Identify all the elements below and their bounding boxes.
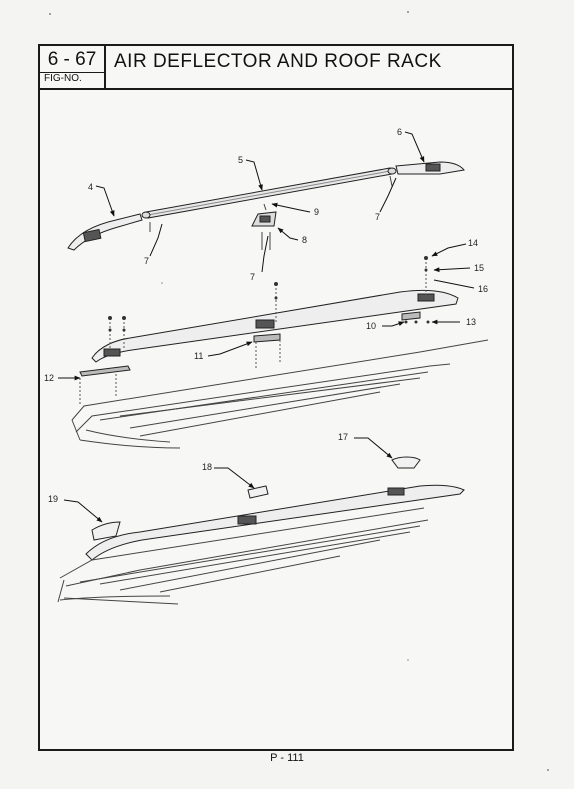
air-deflector-rear bbox=[391, 456, 421, 469]
callout-14: 14 bbox=[468, 238, 478, 248]
roof-rail-exploded-view bbox=[67, 161, 465, 251]
rail-joint-front bbox=[141, 211, 151, 219]
nut-markers bbox=[108, 256, 430, 332]
diagram-frame: 6 - 67 FIG-NO. AIR DEFLECTOR AND ROOF RA… bbox=[38, 44, 514, 751]
rail-center-foot bbox=[255, 319, 275, 329]
vehicle-rail-center-foot bbox=[237, 515, 257, 525]
page-number: P - 111 bbox=[270, 752, 304, 764]
callout-numbers: 4 5 6 7 7 7 8 9 10 11 12 13 14 15 16 17 … bbox=[44, 127, 488, 504]
figure-number-box: 6 - 67 FIG-NO. bbox=[40, 46, 106, 88]
callout-12: 12 bbox=[44, 373, 54, 383]
figure-title: AIR DEFLECTOR AND ROOF RACK bbox=[114, 51, 442, 72]
mounting-screws bbox=[149, 175, 393, 250]
callout-7-rear: 7 bbox=[375, 212, 380, 222]
callout-7-center: 7 bbox=[250, 272, 255, 282]
rear-gasket bbox=[401, 311, 421, 321]
callout-leaders bbox=[58, 131, 475, 523]
center-gasket bbox=[253, 333, 281, 343]
callout-5: 5 bbox=[238, 155, 243, 165]
callout-10: 10 bbox=[366, 321, 376, 331]
callout-13: 13 bbox=[466, 317, 476, 327]
air-deflector-center bbox=[247, 485, 269, 499]
front-gasket bbox=[79, 365, 131, 377]
rail-end-cap-front bbox=[67, 213, 143, 251]
vehicle-rail-rear-foot bbox=[387, 487, 405, 496]
callout-19: 19 bbox=[48, 494, 58, 504]
fastener-stack bbox=[79, 258, 427, 404]
callout-15: 15 bbox=[474, 263, 484, 273]
callout-11: 11 bbox=[194, 351, 203, 361]
vehicle-roof-lines bbox=[57, 507, 429, 605]
center-support-bracket bbox=[251, 211, 277, 227]
scan-specks bbox=[49, 11, 549, 771]
air-deflector-front bbox=[91, 521, 121, 541]
rail-joint-rear bbox=[387, 167, 397, 175]
callout-17: 17 bbox=[338, 432, 348, 442]
callout-4: 4 bbox=[88, 182, 93, 192]
callout-6: 6 bbox=[397, 127, 402, 137]
rail-front-foot bbox=[103, 348, 121, 357]
callout-8: 8 bbox=[302, 235, 307, 245]
callout-16: 16 bbox=[478, 284, 488, 294]
figure-header: 6 - 67 FIG-NO. AIR DEFLECTOR AND ROOF RA… bbox=[40, 46, 512, 90]
figure-number-label: FIG-NO. bbox=[44, 73, 82, 84]
rail-end-cap-rear bbox=[395, 161, 465, 175]
callout-18: 18 bbox=[202, 462, 212, 472]
vehicle-roof-rail bbox=[85, 484, 465, 561]
roof-with-rail-view bbox=[71, 256, 489, 449]
roof-panel bbox=[71, 339, 489, 449]
vehicle-roof-view bbox=[57, 456, 465, 605]
callout-9: 9 bbox=[314, 207, 319, 217]
rail-tube bbox=[145, 167, 393, 219]
figure-number: 6 - 67 bbox=[40, 48, 104, 73]
callout-7-front: 7 bbox=[144, 256, 149, 266]
assembled-rail bbox=[91, 289, 459, 363]
